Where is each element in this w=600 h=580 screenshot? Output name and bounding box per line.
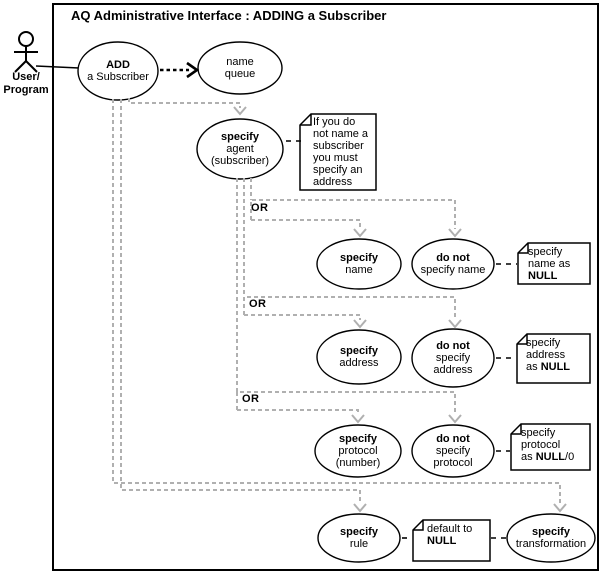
usecase-specify-name (316, 238, 402, 290)
chevron-down-icon (448, 319, 462, 329)
or-bracket-1-bottom (251, 219, 361, 229)
usecase-specify-rule-label: specify rule (340, 526, 378, 550)
usecase-do-not-specify-address (411, 328, 495, 388)
or-bracket-2-bottom (244, 314, 361, 320)
usecase-specify-agent (196, 118, 284, 180)
note-agent-fold-icon (300, 114, 312, 126)
or-bracket-2-top (243, 296, 456, 320)
usecase-specify-protocol-label: specify protocol (number) (335, 433, 381, 469)
usecase-specify-address (316, 329, 402, 385)
or-bracket-3-bottom (237, 409, 359, 415)
usecase-do-not-specify-name-label: do not specify name (420, 252, 486, 276)
usecase-add-subscriber-label: ADD a Subscriber (87, 59, 149, 83)
flow-add-to-transformation (112, 99, 561, 504)
or-label-3: OR (242, 393, 260, 405)
note-address-null-text: specify address as NULL (526, 337, 571, 373)
usecase-do-not-specify-name (411, 238, 495, 290)
system-boundary-frame (52, 3, 599, 571)
or-bracket-3-top (236, 391, 456, 415)
usecase-specify-address-label: specify address (339, 345, 379, 369)
arrowhead-icon (186, 61, 200, 79)
note-default-null (412, 519, 491, 562)
note-address-null (516, 333, 591, 384)
note-default-null-text: default to NULL (427, 523, 473, 547)
usecase-specify-transformation (506, 513, 596, 563)
note-agent (299, 113, 377, 191)
or-bracket-1-top (250, 199, 456, 229)
usecase-specify-rule (317, 513, 401, 563)
usecase-name-queue (197, 41, 283, 95)
usecase-name-queue-label: name queue (224, 56, 256, 80)
note-name-fold-icon (518, 243, 529, 254)
usecase-do-not-specify-address-label: do not specify address (433, 340, 473, 376)
flow-add-to-agent (128, 98, 241, 108)
note-name-null (517, 242, 591, 285)
chevron-down-icon (353, 319, 367, 329)
chevron-down-icon (448, 228, 462, 238)
note-protocol-null (510, 423, 591, 471)
chevron-down-icon (553, 503, 567, 513)
actor-icon (14, 31, 38, 73)
usecase-specify-protocol (314, 424, 402, 478)
chevron-down-icon (353, 228, 367, 238)
note-default-fold-icon (413, 520, 424, 531)
usecase-specify-name-label: specify name (340, 252, 378, 276)
or-label-2: OR (249, 298, 267, 310)
note-protocol-null-text: specify protocol as NULL/0 (521, 427, 575, 463)
chevron-down-icon (233, 106, 247, 116)
chevron-down-icon (351, 414, 365, 424)
chevron-down-icon (353, 503, 367, 513)
actor-association-line (35, 65, 80, 69)
note-protocol-fold-icon (511, 424, 522, 435)
usecase-specify-transformation-label: specify transformation (515, 526, 587, 550)
flow-add-to-rule (120, 99, 361, 504)
note-name-null-text: specify name as NULL (528, 246, 571, 282)
or-label-1: OR (251, 202, 269, 214)
usecase-add-subscriber (77, 41, 159, 101)
note-address-fold-icon (517, 334, 528, 345)
chevron-down-icon (448, 414, 462, 424)
note-agent-text: If you do not name a subscriber you must… (313, 116, 369, 188)
diagram-title: AQ Administrative Interface : ADDING a S… (71, 8, 387, 23)
actor-label: User/ Program (3, 71, 49, 96)
usecase-do-not-specify-protocol-label: do not specify protocol (433, 433, 473, 469)
usecase-specify-agent-label: specify agent (subscriber) (210, 131, 270, 167)
usecase-do-not-specify-protocol (411, 424, 495, 478)
dependency-arrow-add-to-name-queue (160, 61, 200, 79)
